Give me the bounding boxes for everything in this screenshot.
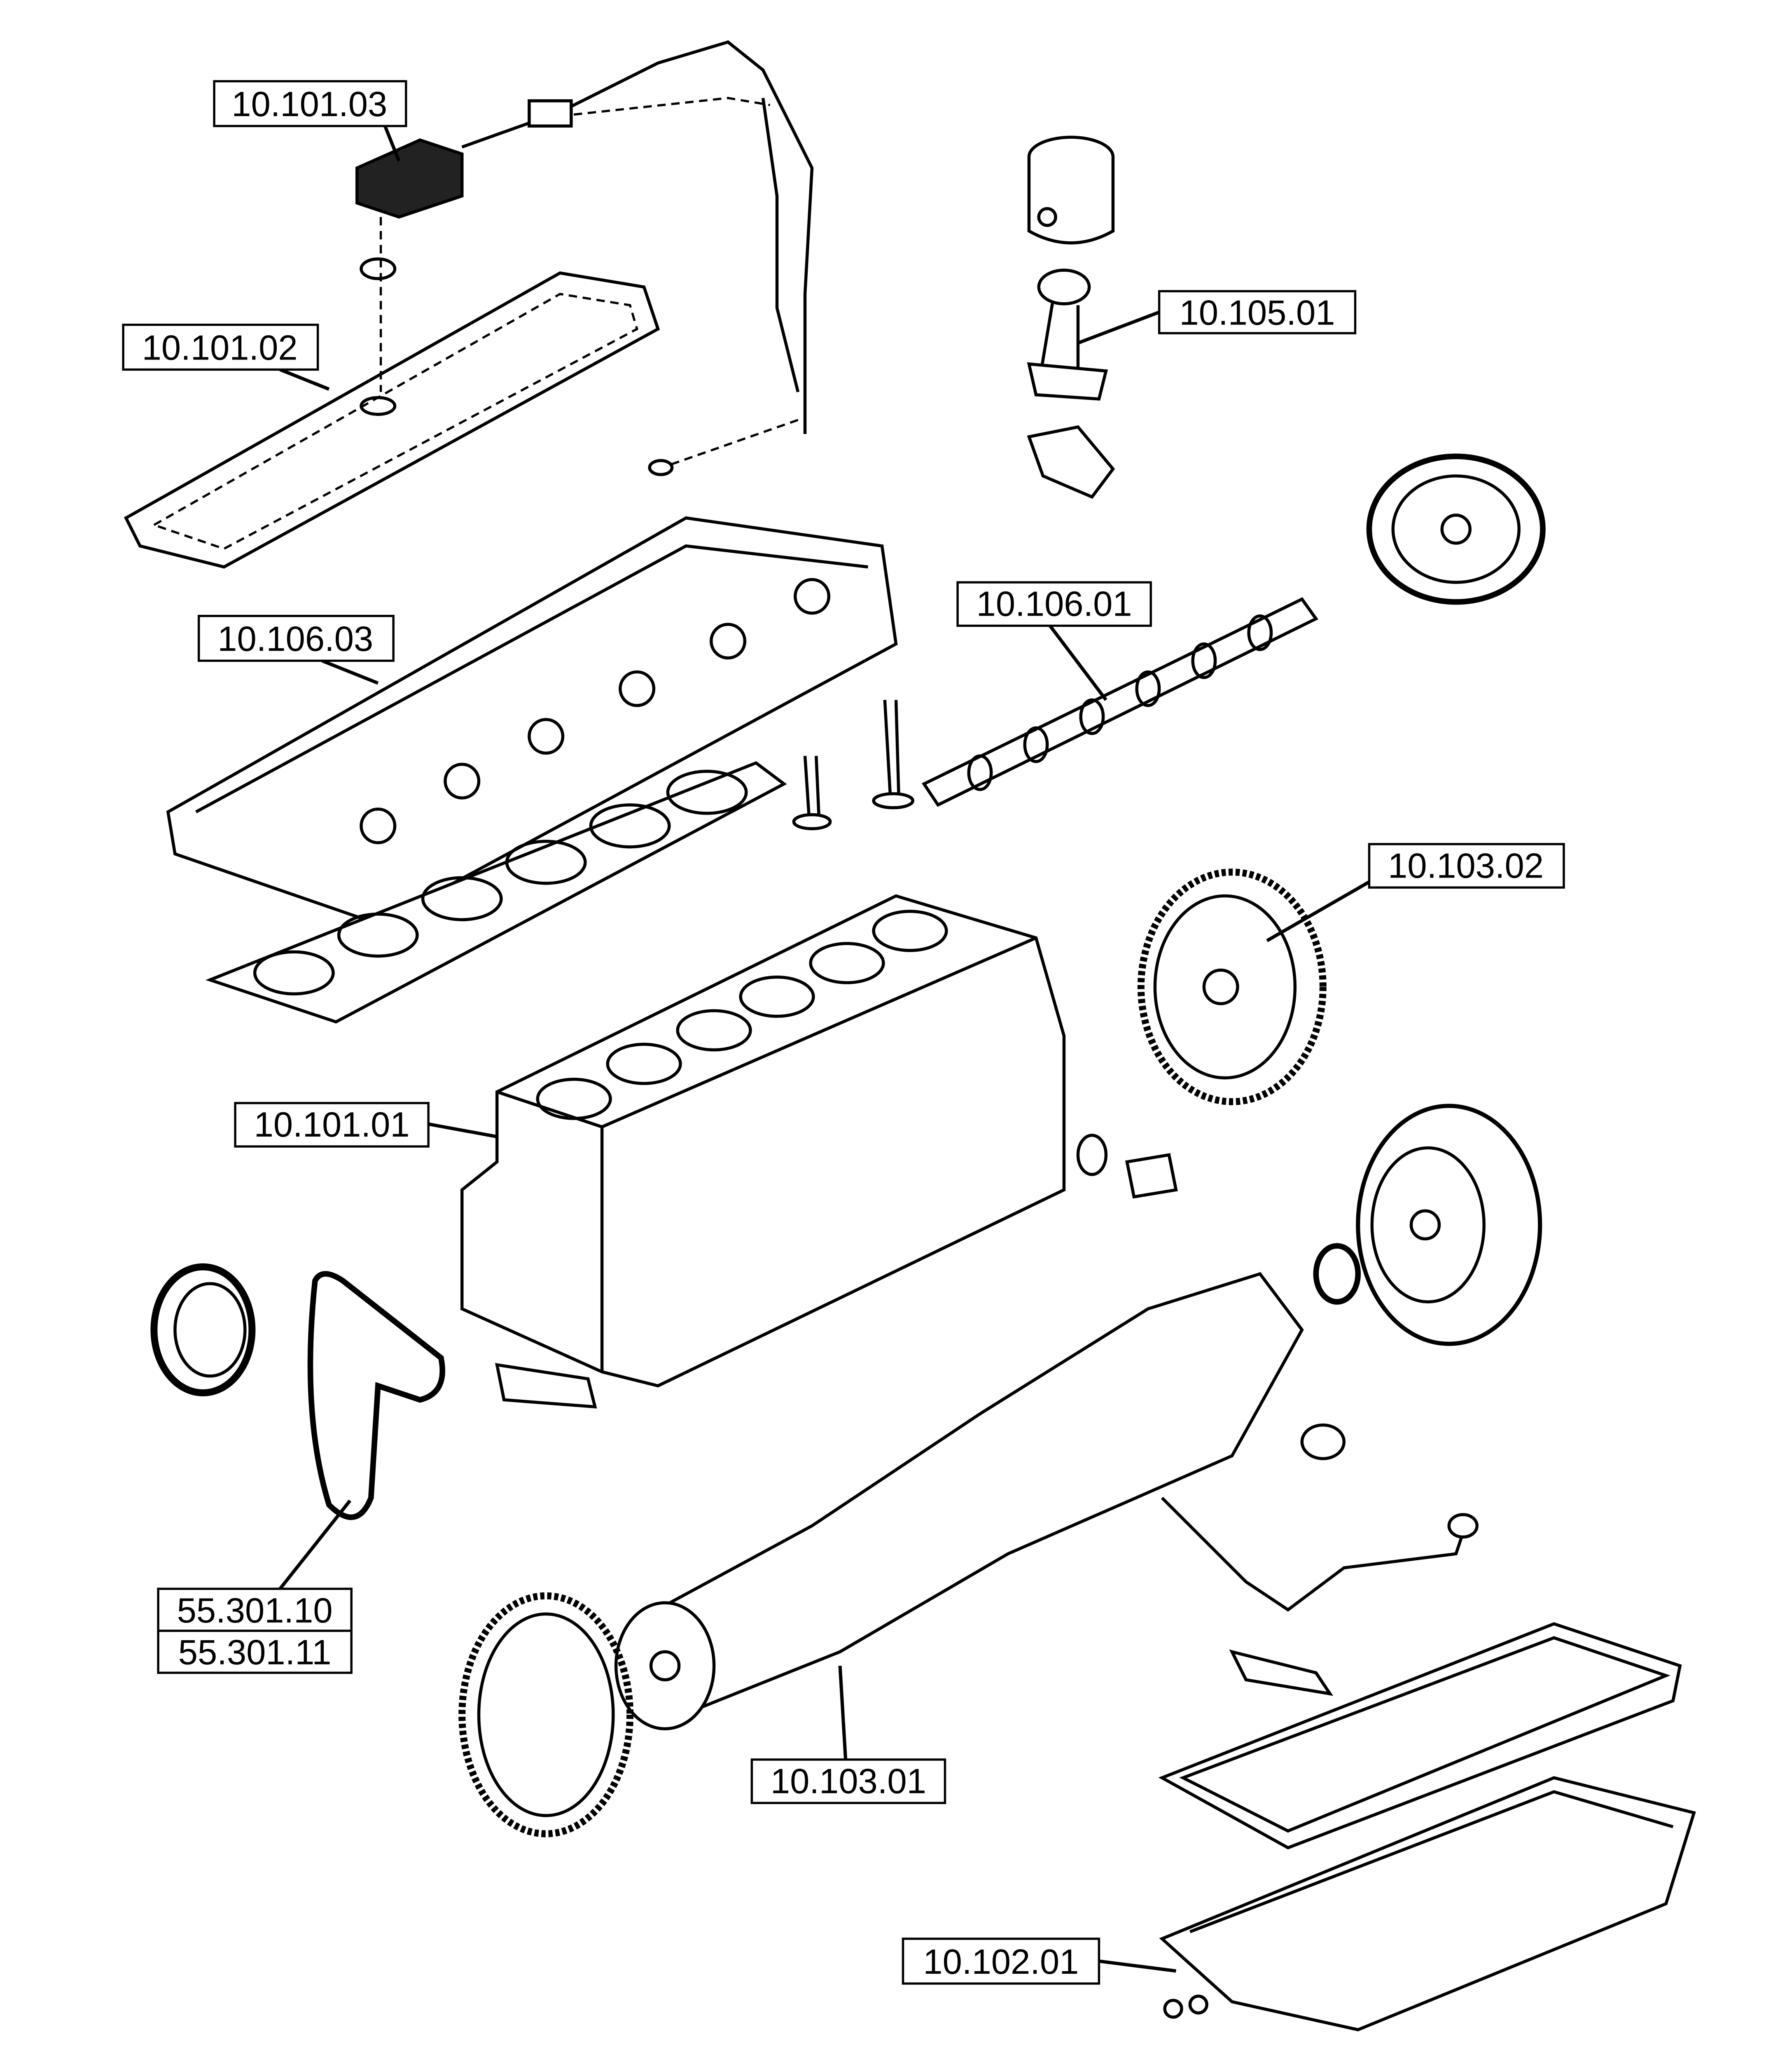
part-label-10-106-01[interactable]: 10.106.01 [956, 581, 1152, 627]
part-label-10-102-01[interactable]: 10.102.01 [902, 1938, 1100, 1985]
part-label-10-101-02[interactable]: 10.101.02 [122, 323, 319, 371]
camshaft-gear [1366, 453, 1546, 605]
camshaft [922, 597, 1318, 807]
sump-gasket [1158, 1622, 1682, 1850]
part-label-10-101-03[interactable]: 10.101.03 [213, 80, 407, 127]
label-text: 10.106.01 [977, 585, 1132, 624]
label-text: 10.101.01 [254, 1105, 410, 1144]
part-label-10-103-01[interactable]: 10.103.01 [750, 1758, 946, 1804]
oil-sump [1159, 1776, 1696, 2031]
cylinder-head [166, 516, 898, 926]
connecting-rod [1027, 268, 1115, 499]
bushings [1076, 1134, 1178, 1199]
part-label-10-103-02[interactable]: 10.103.02 [1368, 843, 1565, 889]
label-text: 55.301.10 [177, 1591, 333, 1630]
cylinder-head-cover-part [355, 138, 464, 392]
label-text: 10.103.02 [1388, 846, 1544, 885]
part-label-10-105-01[interactable]: 10.105.01 [1158, 290, 1357, 334]
part-label-10-106-03[interactable]: 10.106.03 [197, 615, 395, 662]
part-label-55-301-11[interactable]: 55.301.11 [157, 1629, 353, 1674]
label-text: 10.102.01 [923, 1942, 1079, 1982]
label-text: 10.106.03 [217, 620, 373, 659]
label-text: 10.103.01 [771, 1762, 926, 1801]
part-label-55-301-10[interactable]: 55.301.10 [157, 1587, 353, 1632]
damper-pulley [1313, 1104, 1542, 1346]
head-cover-gasket [124, 271, 660, 569]
label-text: 55.301.11 [178, 1633, 332, 1672]
ring-gear [458, 1592, 634, 1837]
leader-lines [278, 125, 1370, 1973]
cylinder-head-gasket [205, 761, 787, 1024]
belt-a [307, 1271, 445, 1520]
label-text: 10.101.02 [142, 329, 298, 368]
oil-pickup-pipe [1161, 1423, 1479, 1696]
label-text: 10.101.03 [231, 85, 387, 124]
crankshaft [614, 1272, 1304, 1730]
part-label-10-101-01[interactable]: 10.101.01 [234, 1102, 430, 1148]
rear-seal [150, 1263, 256, 1396]
crankcase [460, 894, 1066, 1409]
valves [792, 700, 915, 831]
label-text: 10.105.01 [1179, 294, 1335, 333]
piston [1027, 135, 1115, 245]
flywheel [1137, 868, 1327, 1105]
breather-pipe [461, 40, 814, 476]
